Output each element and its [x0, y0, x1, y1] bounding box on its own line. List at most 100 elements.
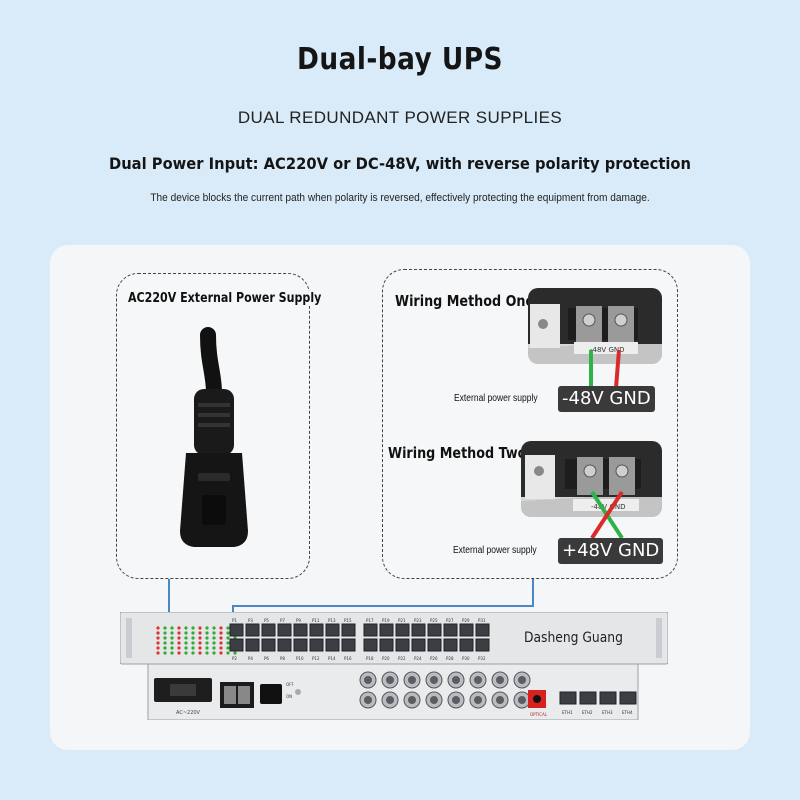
dc-link-line-vertical	[532, 579, 534, 607]
status-led	[219, 636, 223, 640]
status-led	[219, 631, 223, 635]
status-led	[212, 636, 216, 640]
rj-port	[475, 623, 490, 637]
status-led	[170, 651, 174, 655]
external-supply-label-one: External power supply	[454, 393, 538, 404]
status-led	[170, 646, 174, 650]
rj-port-label-bottom: P20	[382, 656, 390, 661]
status-led	[205, 631, 209, 635]
rj-port	[443, 638, 458, 652]
rj-port	[411, 623, 426, 637]
terminal-text-one: -48V GND	[590, 346, 625, 354]
switch-off-label: OFF	[286, 682, 294, 687]
rj-port	[229, 638, 244, 652]
rj-port	[411, 638, 426, 652]
eth-port-label: ETH3	[602, 710, 613, 715]
status-led	[226, 641, 230, 645]
status-led	[198, 646, 202, 650]
rj-port-label-bottom: P10	[296, 656, 304, 661]
status-led	[184, 651, 188, 655]
rj-port-label-top: P31	[478, 618, 486, 623]
rj-port-label-top: P3	[248, 618, 253, 623]
eth-port	[559, 691, 577, 705]
status-led	[184, 631, 188, 635]
rj-port-label-bottom: P16	[344, 656, 352, 661]
bnc-center	[452, 696, 460, 704]
rj-port-label-top: P7	[280, 618, 285, 623]
status-led	[205, 636, 209, 640]
bnc-center	[496, 676, 504, 684]
wires-method-two	[590, 490, 624, 540]
bnc-center	[386, 696, 394, 704]
status-led	[156, 626, 160, 630]
status-led	[177, 646, 181, 650]
status-led	[219, 646, 223, 650]
status-led	[184, 646, 188, 650]
wiring-method-two-label: Wiring Method Two:	[388, 444, 537, 462]
rj-port-label-top: P13	[328, 618, 336, 623]
ac-supply-label: AC220V External Power Supply	[128, 291, 322, 306]
rj-port	[395, 623, 410, 637]
status-led	[226, 651, 230, 655]
optical-port-label: OPTICAL	[530, 712, 548, 717]
rj-port-label-bottom: P22	[398, 656, 406, 661]
rj-port	[277, 623, 292, 637]
rj-port	[325, 623, 340, 637]
status-led	[205, 646, 209, 650]
bnc-center	[430, 676, 438, 684]
status-led	[156, 646, 160, 650]
status-led	[191, 626, 195, 630]
bnc-center	[430, 696, 438, 704]
status-led	[198, 631, 202, 635]
rj-port	[427, 638, 442, 652]
rj-port	[475, 638, 490, 652]
bnc-center	[474, 676, 482, 684]
polarity-tag-one: -48V GND	[558, 386, 655, 412]
ac-power-cord-image	[180, 327, 248, 547]
rack-device-image: P1P2P3P4P5P6P7P8P9P10P11P12P13P14P15P16P…	[120, 612, 668, 720]
rj-port	[443, 623, 458, 637]
status-led	[170, 626, 174, 630]
status-led	[156, 631, 160, 635]
status-led	[198, 651, 202, 655]
rj-port	[245, 623, 260, 637]
rj-port	[245, 638, 260, 652]
rj-port-label-bottom: P28	[446, 656, 454, 661]
rj-port-label-bottom: P30	[462, 656, 470, 661]
rj-port	[459, 623, 474, 637]
status-led	[177, 651, 181, 655]
ac-socket-label: AC~220V	[176, 710, 201, 716]
rj-port-label-bottom: P32	[478, 656, 486, 661]
rj-port-label-top: P21	[398, 618, 406, 623]
rj-port	[379, 623, 394, 637]
rj-port	[341, 623, 356, 637]
rj-port	[309, 638, 324, 652]
rj-port	[293, 638, 308, 652]
status-led	[163, 631, 167, 635]
rj-port-label-top: P17	[366, 618, 374, 623]
rj-port	[427, 623, 442, 637]
rj-port-label-top: P19	[382, 618, 390, 623]
status-led	[170, 631, 174, 635]
status-led	[212, 651, 216, 655]
status-led	[156, 636, 160, 640]
eth-port	[599, 691, 617, 705]
bnc-center	[518, 696, 526, 704]
rj-port-label-bottom: P24	[414, 656, 422, 661]
rj-port-label-top: P5	[264, 618, 269, 623]
rj-port-label-bottom: P12	[312, 656, 320, 661]
status-led	[219, 626, 223, 630]
status-led	[198, 626, 202, 630]
status-led	[212, 641, 216, 645]
status-led	[163, 626, 167, 630]
device-brand: Dasheng Guang	[524, 630, 623, 646]
status-led	[156, 651, 160, 655]
rj-port	[309, 623, 324, 637]
rj-port-label-top: P29	[462, 618, 470, 623]
status-led	[212, 646, 216, 650]
status-led	[177, 636, 181, 640]
status-led	[177, 626, 181, 630]
bnc-center	[408, 696, 416, 704]
rj-port-label-top: P23	[414, 618, 422, 623]
status-led	[191, 631, 195, 635]
